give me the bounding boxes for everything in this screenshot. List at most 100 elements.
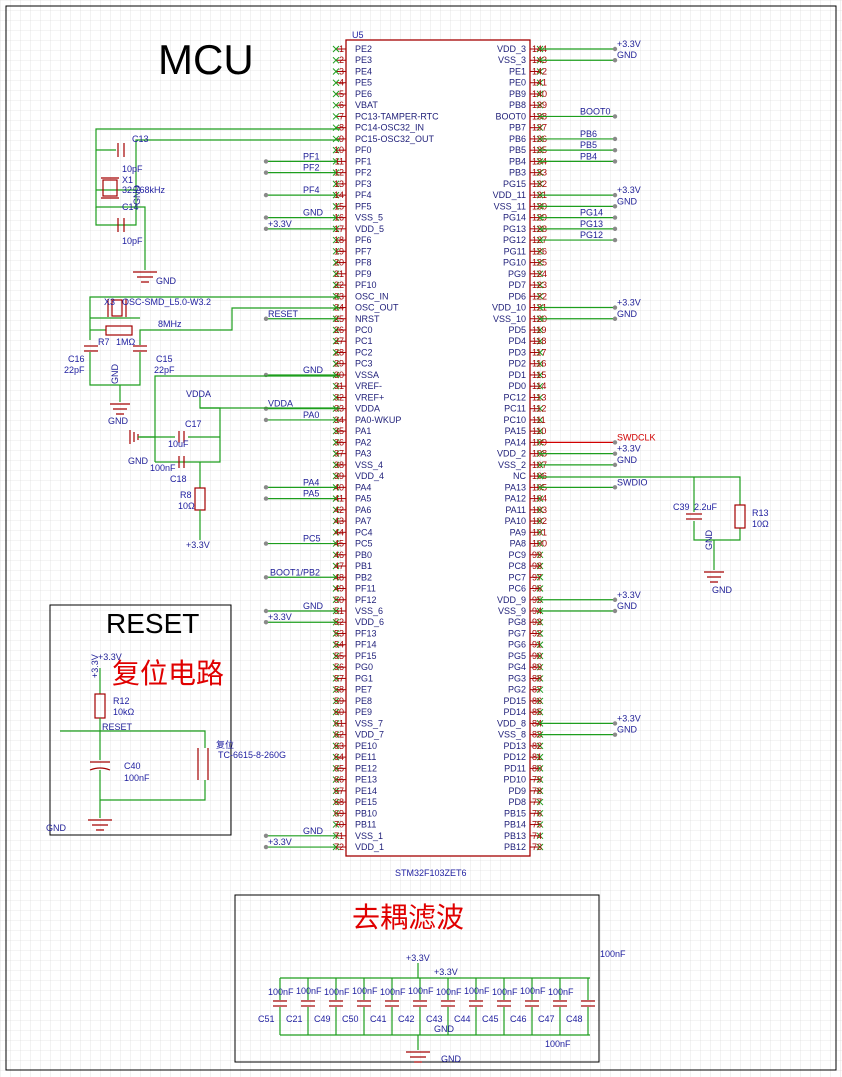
pin-left-20[interactable]: 20PF8 bbox=[332, 258, 372, 268]
pin-left-64[interactable]: 64PE11 bbox=[332, 752, 376, 762]
pin-right-132[interactable]: 132PG15 bbox=[503, 179, 547, 189]
pin-right-98[interactable]: 98PC8 bbox=[508, 561, 544, 571]
pin-right-91[interactable]: 91PG6 bbox=[508, 640, 544, 650]
pin-right-89[interactable]: 89PG4 bbox=[508, 662, 544, 672]
pin-left-54[interactable]: 54PF14 bbox=[332, 640, 377, 650]
pin-right-100[interactable]: 100PA8 bbox=[510, 539, 547, 549]
pin-left-3[interactable]: 3PE4 bbox=[332, 66, 372, 76]
pin-left-9[interactable]: 9PC15-OSC32_OUT bbox=[332, 134, 435, 144]
pin-right-90[interactable]: 90PG5 bbox=[508, 651, 544, 661]
pin-right-78[interactable]: 78PD9 bbox=[508, 786, 544, 796]
pin-left-29[interactable]: 29PC3 bbox=[332, 359, 373, 369]
pin-left-19[interactable]: 19PF7 bbox=[332, 246, 372, 256]
pin-left-69[interactable]: 69PB10 bbox=[332, 808, 377, 818]
pin-right-99[interactable]: 99PC9 bbox=[508, 550, 544, 560]
pin-right-114[interactable]: 114PD0 bbox=[508, 381, 546, 391]
pin-right-80[interactable]: 80PD11 bbox=[504, 763, 544, 773]
pin-right-118[interactable]: 118PD4 bbox=[508, 336, 546, 346]
pin-right-101[interactable]: 101PA9 bbox=[510, 527, 547, 537]
pin-left-63[interactable]: 63PE10 bbox=[332, 741, 377, 751]
pin-right-120[interactable]: 120VSS_10 bbox=[493, 314, 547, 324]
pin-left-18[interactable]: 18PF6 bbox=[332, 235, 372, 245]
pin-left-24[interactable]: 24OSC_OUT bbox=[332, 303, 399, 313]
pin-right-106[interactable]: 106NC bbox=[513, 471, 547, 481]
pin-left-71[interactable]: 71VSS_1 bbox=[332, 831, 383, 841]
pin-right-76[interactable]: 76PB15 bbox=[504, 808, 544, 818]
pin-left-26[interactable]: 26PC0 bbox=[332, 325, 373, 335]
pin-right-111[interactable]: 111PC10 bbox=[503, 415, 545, 425]
pin-right-108[interactable]: 108VDD_2 bbox=[497, 449, 547, 459]
pin-right-96[interactable]: 96PC6 bbox=[508, 584, 544, 594]
pin-left-46[interactable]: 46PB0 bbox=[332, 550, 372, 560]
pin-right-121[interactable]: 121VDD_10 bbox=[492, 303, 547, 313]
pin-left-65[interactable]: 65PE12 bbox=[332, 763, 377, 773]
pin-left-10[interactable]: 10PF0 bbox=[332, 145, 372, 155]
pin-left-31[interactable]: 31VREF- bbox=[332, 381, 382, 391]
pin-right-88[interactable]: 88PG3 bbox=[508, 673, 544, 683]
pin-left-55[interactable]: 55PF15 bbox=[332, 651, 377, 661]
pin-right-79[interactable]: 79PD10 bbox=[503, 775, 544, 785]
pin-left-53[interactable]: 53PF13 bbox=[332, 628, 377, 638]
pin-right-125[interactable]: 125PG10 bbox=[503, 258, 547, 268]
pin-right-110[interactable]: 110PA15 bbox=[505, 426, 547, 436]
pin-right-73[interactable]: 73PB12 bbox=[504, 842, 544, 852]
pin-right-103[interactable]: 103PA11 bbox=[505, 505, 547, 515]
pin-right-107[interactable]: 107VSS_2 bbox=[498, 460, 547, 470]
pin-right-97[interactable]: 97PC7 bbox=[508, 572, 544, 582]
pin-right-75[interactable]: 75PB14 bbox=[504, 820, 544, 830]
pin-left-1[interactable]: 1PE2 bbox=[332, 44, 372, 54]
pin-left-67[interactable]: 67PE14 bbox=[332, 786, 377, 796]
pin-left-5[interactable]: 5PE6 bbox=[332, 89, 372, 99]
pin-left-52[interactable]: 52VDD_6 bbox=[332, 617, 384, 627]
pin-left-6[interactable]: 6VBAT bbox=[332, 100, 378, 110]
pin-left-33[interactable]: 33VDDA bbox=[332, 404, 380, 414]
pin-left-51[interactable]: 51VSS_6 bbox=[332, 606, 383, 616]
pin-left-70[interactable]: 70PB11 bbox=[332, 820, 376, 830]
pin-left-68[interactable]: 68PE15 bbox=[332, 797, 377, 807]
pin-right-86[interactable]: 86PD15 bbox=[503, 696, 544, 706]
pin-left-17[interactable]: 17VDD_5 bbox=[332, 224, 384, 234]
pin-right-143[interactable]: 143VSS_3 bbox=[498, 55, 547, 65]
pin-left-56[interactable]: 56PG0 bbox=[332, 662, 373, 672]
pin-left-25[interactable]: 25NRST bbox=[332, 314, 380, 324]
pin-right-87[interactable]: 87PG2 bbox=[508, 685, 544, 695]
pin-right-84[interactable]: 84VDD_8 bbox=[497, 718, 544, 728]
pin-right-133[interactable]: 133PB3 bbox=[509, 168, 547, 178]
pin-left-44[interactable]: 44PC4 bbox=[332, 527, 373, 537]
pin-right-74[interactable]: 74PB13 bbox=[504, 831, 544, 841]
pin-left-61[interactable]: 61VSS_7 bbox=[332, 718, 383, 728]
pin-right-116[interactable]: 116PD2 bbox=[508, 359, 546, 369]
pin-left-27[interactable]: 27PC1 bbox=[332, 336, 373, 346]
pin-right-124[interactable]: 124PG9 bbox=[508, 269, 547, 279]
pin-left-21[interactable]: 21PF9 bbox=[332, 269, 372, 279]
pin-left-43[interactable]: 43PA7 bbox=[332, 516, 371, 526]
pin-left-36[interactable]: 36PA2 bbox=[332, 437, 371, 447]
pin-left-28[interactable]: 28PC2 bbox=[332, 347, 373, 357]
pin-left-34[interactable]: 34PA0-WKUP bbox=[332, 415, 401, 425]
pin-right-95[interactable]: 95VDD_9 bbox=[497, 595, 544, 605]
pin-right-130[interactable]: 130VSS_11 bbox=[494, 201, 547, 211]
pin-left-58[interactable]: 58PE7 bbox=[332, 685, 372, 695]
pin-right-83[interactable]: 83VSS_8 bbox=[498, 730, 544, 740]
pin-right-137[interactable]: 137PB7 bbox=[509, 123, 547, 133]
pin-left-50[interactable]: 50PF12 bbox=[332, 595, 377, 605]
pin-right-77[interactable]: 77PD8 bbox=[508, 797, 544, 807]
pin-left-39[interactable]: 39VDD_4 bbox=[332, 471, 384, 481]
pin-right-81[interactable]: 81PD12 bbox=[503, 752, 544, 762]
pin-right-94[interactable]: 94VSS_9 bbox=[498, 606, 544, 616]
pin-right-117[interactable]: 117PD3 bbox=[508, 347, 546, 357]
pin-left-38[interactable]: 38VSS_4 bbox=[332, 460, 383, 470]
pin-left-13[interactable]: 13PF3 bbox=[332, 179, 372, 189]
pin-right-138[interactable]: 138BOOT0 bbox=[495, 111, 547, 121]
pin-left-37[interactable]: 37PA3 bbox=[332, 449, 371, 459]
pin-left-49[interactable]: 49PF11 bbox=[332, 584, 376, 594]
pin-right-119[interactable]: 119PD5 bbox=[508, 325, 546, 335]
pin-left-32[interactable]: 32VREF+ bbox=[332, 392, 384, 402]
pin-right-139[interactable]: 139PB8 bbox=[509, 100, 547, 110]
pin-left-30[interactable]: 30VSSA bbox=[332, 370, 379, 380]
pin-left-57[interactable]: 57PG1 bbox=[332, 673, 373, 683]
pin-right-102[interactable]: 102PA10 bbox=[505, 516, 547, 526]
pin-left-22[interactable]: 22PF10 bbox=[332, 280, 377, 290]
pin-left-2[interactable]: 2PE3 bbox=[332, 55, 372, 65]
pin-left-15[interactable]: 15PF5 bbox=[332, 201, 372, 211]
